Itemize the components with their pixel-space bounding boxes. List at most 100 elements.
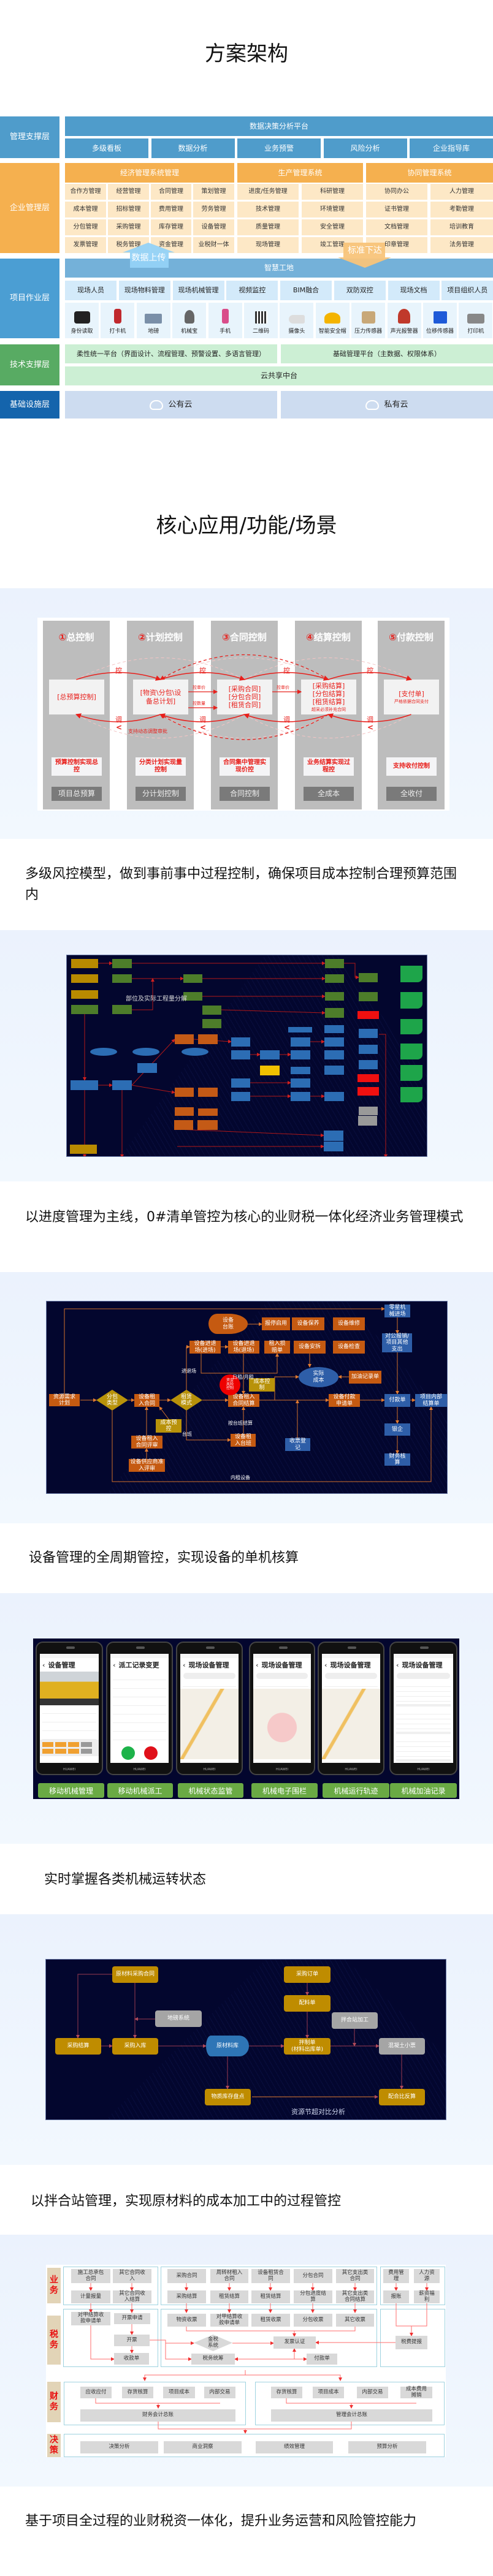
status-bar [110, 1654, 169, 1658]
flow-box: 财务会计总账 [80, 2409, 235, 2422]
tab-row [256, 1681, 308, 1687]
start-button[interactable] [121, 1746, 135, 1760]
flow-node [231, 1050, 250, 1059]
flow-node [324, 1025, 344, 1033]
flow-node: 资源需求 计划 [49, 1394, 80, 1406]
flow-box: 决策分析 [80, 2441, 158, 2453]
action-button[interactable] [55, 1742, 66, 1747]
flow-box: 税费提报 [396, 2336, 427, 2349]
screen-title-bar: ‹派工记录变更 [110, 1658, 169, 1672]
phone-brand: HUAWEI [63, 1768, 76, 1771]
connector-line [274, 1375, 299, 1400]
flow-node: 配料单 [284, 1995, 331, 2012]
flow-node [359, 1045, 378, 1054]
flow-node [183, 974, 202, 983]
search-bar[interactable] [183, 1673, 235, 1679]
flow-node [324, 1131, 343, 1141]
step-number: ① [58, 632, 67, 643]
module-cell: 发票管理 [65, 237, 106, 253]
action-button[interactable] [81, 1742, 92, 1747]
support-item: 业务预警 [237, 138, 321, 158]
private-cloud-icon [365, 400, 380, 410]
control-box-text: [总预算控制] [57, 692, 96, 701]
feature-label: 移动机械派工 [107, 1783, 173, 1798]
flow-node [198, 1034, 218, 1044]
stop-button[interactable] [144, 1746, 158, 1760]
caption-mixing: 以拌合站管理，实现原材料的成本加工中的过程管控 [31, 2194, 342, 2209]
action-button[interactable] [68, 1749, 79, 1754]
search-bar[interactable] [256, 1673, 308, 1679]
module-cell: 考勤管理 [430, 202, 493, 218]
control-box: [物资\分包\设 备总计划] [133, 680, 188, 714]
device-tile: 声光报警器 [387, 303, 421, 338]
dashed-arc [244, 714, 411, 738]
progress-flow-diagram: 部位及实际工程量分解 [66, 955, 427, 1157]
control-label: 控 [199, 667, 206, 675]
flow-label: 日租/月租 [232, 1374, 254, 1380]
screen-title: 设备管理 [48, 1661, 75, 1669]
control-arc [328, 672, 412, 681]
device-label: 手机 [220, 328, 231, 335]
module-cell: 业税财一体 [193, 237, 234, 253]
control-goal: 支持收付控制 [386, 757, 437, 776]
phone-brand: HUAWEI [203, 1768, 216, 1771]
flow-node [324, 1050, 344, 1059]
flow-node [175, 1107, 194, 1116]
screen-title-bar: ‹设备管理 [40, 1658, 99, 1672]
action-button[interactable] [68, 1742, 79, 1747]
flow-node: 成本控 制 [249, 1378, 275, 1392]
flow-box: 分包收票 [294, 2314, 332, 2327]
download-arrow [338, 243, 391, 268]
flow-node: 设备 台账 [208, 1314, 248, 1334]
connector-lines [83, 961, 388, 1156]
flow-node: 加油记录单 [349, 1371, 381, 1384]
connector-line [201, 1341, 279, 1374]
dashed-arc [244, 657, 411, 680]
flow-node [324, 1142, 343, 1151]
flow-node [291, 1078, 310, 1088]
search-bar[interactable] [325, 1673, 377, 1679]
flow-node [71, 959, 98, 968]
action-button[interactable] [81, 1749, 92, 1754]
info-row [42, 1731, 96, 1740]
phone-camera-icon [420, 1646, 429, 1649]
flow-box: 开票申请 [114, 2313, 150, 2324]
module-cell: 进度/任务管理 [237, 184, 299, 200]
module-cell: 采购管理 [108, 219, 149, 235]
record-card [396, 1682, 451, 1707]
action-button[interactable] [42, 1749, 53, 1754]
action-button[interactable] [55, 1749, 66, 1754]
search-bar[interactable] [397, 1673, 450, 1679]
flow-box: 管理会计总账 [271, 2409, 432, 2422]
connector-line [132, 978, 155, 1010]
site-module: 现场机械管理 [172, 281, 224, 300]
flow-node [112, 974, 132, 983]
layer-label-tech: 技术支撑层 [0, 344, 59, 385]
flow-node: 拌合站加工 [332, 2012, 378, 2029]
flow-node: 混凝土小票 [379, 2038, 425, 2055]
support-item: 数据分析 [151, 138, 235, 158]
feature-label: 机械加油记录 [390, 1783, 457, 1798]
machine-photo [40, 1672, 99, 1705]
layer-label-management-support: 管理支撑层 [0, 116, 59, 158]
flow-ellipse [182, 1048, 208, 1056]
flow-node: 付款单 [384, 1394, 410, 1407]
architecture-diagram: 管理支撑层数据决策分析平台多级看板数据分析业务预警风险分析企业指导库企业管理层经… [0, 0, 493, 429]
direction-arrow: < [116, 723, 123, 732]
status-bar [394, 1654, 453, 1658]
punch-clock-icon [113, 309, 121, 324]
flow-node: 银企 [384, 1423, 410, 1436]
flow-node [112, 1005, 132, 1014]
flow-node [357, 1074, 379, 1082]
caption-equipment: 设备管理的全周期管控，实现设备的单机核算 [29, 1550, 299, 1566]
flow-node [260, 1066, 280, 1075]
flow-box: 其它合同收 入 [113, 2269, 151, 2283]
flow-box: 分包合同 [294, 2269, 332, 2283]
screen-title-bar: ‹现场设备管理 [180, 1658, 239, 1672]
flow-node: 设备租 入合同 [134, 1394, 159, 1407]
adjust-label: 调 [283, 716, 290, 724]
connector-line [177, 1129, 324, 1137]
action-button[interactable] [42, 1742, 53, 1747]
